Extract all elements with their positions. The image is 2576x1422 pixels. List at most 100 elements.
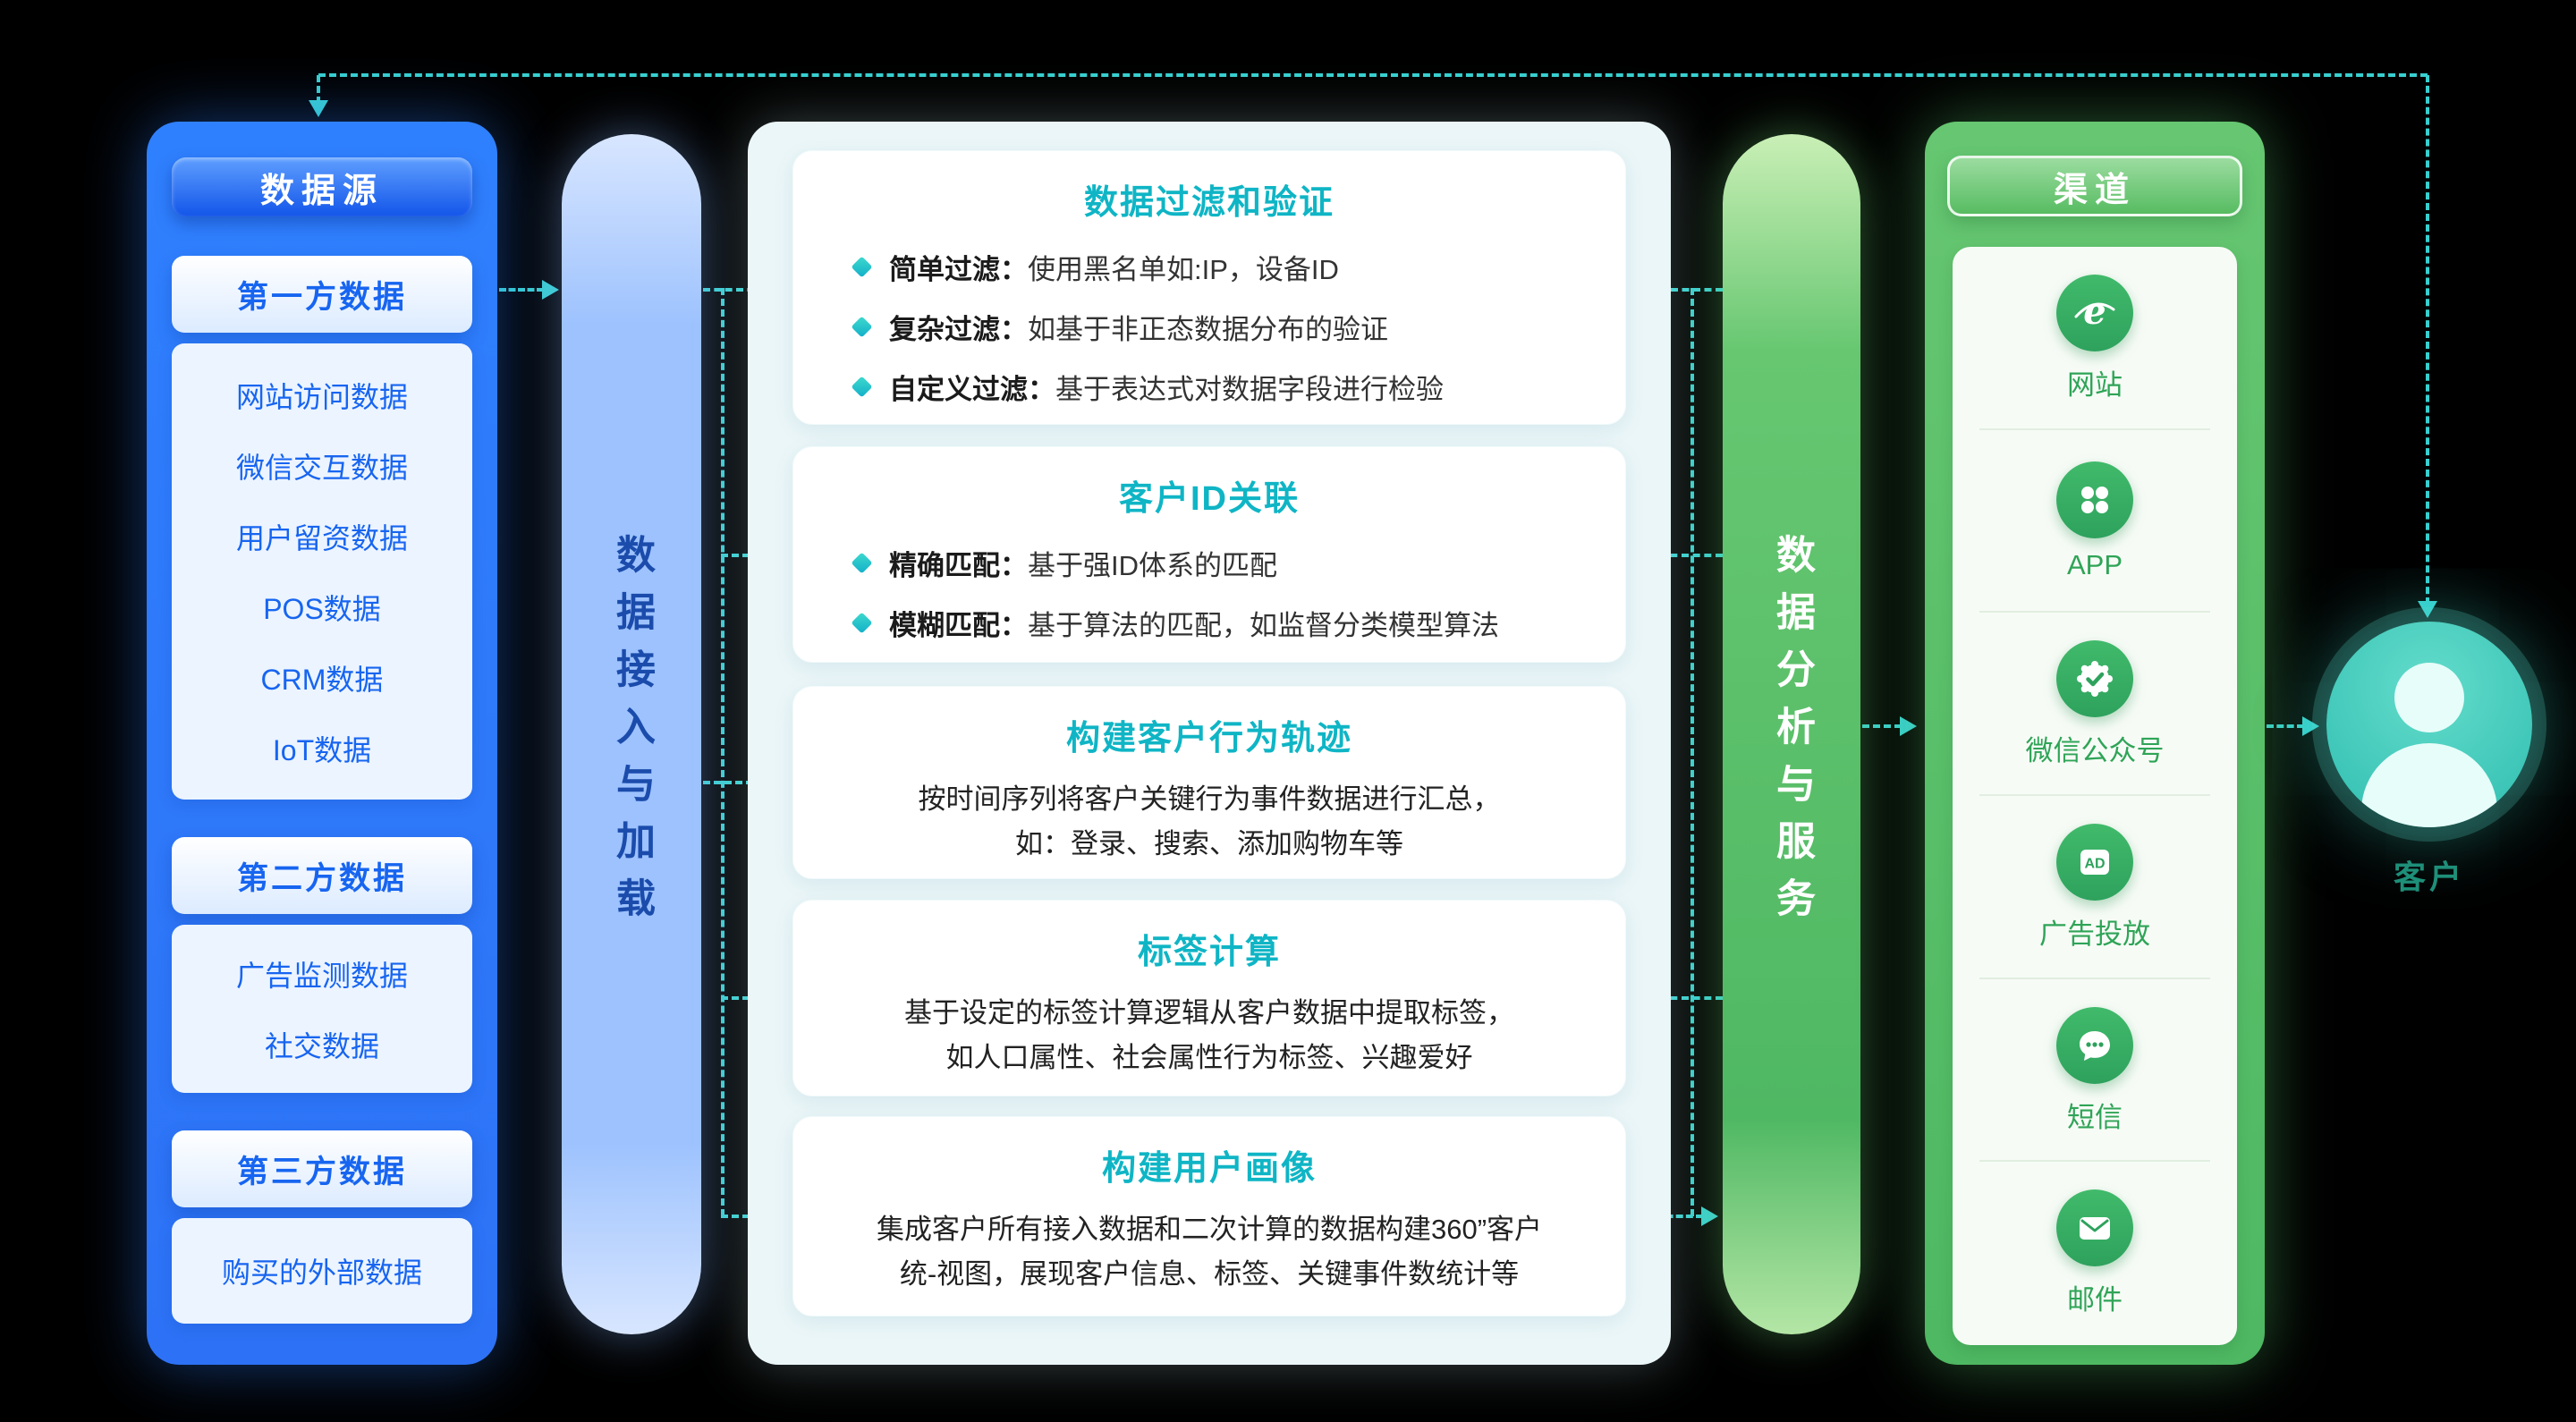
group-items-third-party: 购买的外部数据 xyxy=(172,1218,472,1324)
data-source-item: 购买的外部数据 xyxy=(221,1257,422,1289)
data-source-item: POS数据 xyxy=(263,592,381,625)
diamond-icon xyxy=(851,316,873,338)
bullet-item: 模糊匹配： 基于算法的匹配，如监督分类模型算法 xyxy=(851,603,1589,643)
data-analysis-bar: 数据分析与服务 xyxy=(1723,134,1860,1334)
sms-icon xyxy=(2056,1006,2133,1084)
card-title: 客户ID关联 xyxy=(1118,480,1300,518)
arrowhead-into-channels-panel xyxy=(1900,716,1917,736)
data-source-item: 社交数据 xyxy=(264,1029,379,1062)
group-items-first-party: 网站访问数据 微信交互数据 用户留资数据 POS数据 CRM数据 IoT数据 xyxy=(172,343,472,800)
channel-row-wechat-official: 微信公众号 xyxy=(1953,613,2237,796)
group-title-third-party: 第三方数据 xyxy=(172,1130,472,1207)
connector-right-bus xyxy=(1690,288,1694,1216)
arrowhead-into-customer-avatar xyxy=(2302,716,2319,736)
card-description-line: 集成客户所有接入数据和二次计算的数据构建360”客户 xyxy=(876,1214,1543,1245)
connector-sources-to-ingest xyxy=(499,288,544,292)
channel-label: 广告投放 xyxy=(2039,918,2150,950)
card-user-profile: 构建用户画像 集成客户所有接入数据和二次计算的数据构建360”客户 统-视图，展… xyxy=(792,1116,1626,1316)
card-title: 数据过滤和验证 xyxy=(1083,184,1335,222)
bullet-text: 基于强ID体系的匹配 xyxy=(1028,550,1277,581)
data-sources-panel: 数据源 第一方数据 网站访问数据 微信交互数据 用户留资数据 POS数据 CRM… xyxy=(147,122,497,1365)
card-title: 构建用户画像 xyxy=(1101,1150,1317,1188)
card-description: 按时间序列将客户关键行为事件数据进行汇总， 如：登录、搜索、添加购物车等 xyxy=(793,777,1625,866)
app-icon xyxy=(2056,461,2133,538)
bullet-item: 自定义过滤： 基于表达式对数据字段进行检验 xyxy=(851,367,1589,407)
channels-list: e 网站 APP xyxy=(1953,247,2237,1345)
bullet-text: 使用黑名单如:IP，设备ID xyxy=(1028,254,1339,285)
bullet-item: 精确匹配： 基于强ID体系的匹配 xyxy=(851,543,1589,583)
channel-label: 网站 xyxy=(2067,368,2123,401)
channel-row-ads: AD 广告投放 xyxy=(1953,796,2237,979)
bullet-label: 简单过滤： xyxy=(889,254,1028,285)
channels-panel-title: 渠道 xyxy=(1947,156,2242,216)
channel-row-website: e 网站 xyxy=(1953,247,2237,430)
processing-panel: 数据过滤和验证 简单过滤： 使用黑名单如:IP，设备ID 复杂过滤： 如基于非正… xyxy=(748,122,1671,1365)
channel-row-sms: 短信 xyxy=(1953,979,2237,1163)
bullet-text: 基于表达式对数据字段进行检验 xyxy=(1055,374,1444,405)
bullet-label: 自定义过滤： xyxy=(889,374,1055,405)
card-behavior-trajectory: 构建客户行为轨迹 按时间序列将客户关键行为事件数据进行汇总， 如：登录、搜索、添… xyxy=(792,686,1626,879)
avatar-head xyxy=(2394,663,2464,732)
bullet-label: 复杂过滤： xyxy=(889,314,1028,345)
bullet-text: 基于算法的匹配，如监督分类模型算法 xyxy=(1028,610,1499,641)
diamond-icon xyxy=(851,256,873,278)
data-source-item: IoT数据 xyxy=(272,733,372,766)
channel-label: 邮件 xyxy=(2067,1284,2123,1316)
data-source-item: 网站访问数据 xyxy=(235,380,408,413)
card-description-line: 如人口属性、社会属性行为标签、兴趣爱好 xyxy=(945,1041,1473,1073)
card-description: 基于设定的标签计算逻辑从客户数据中提取标签， 如人口属性、社会属性行为标签、兴趣… xyxy=(793,991,1625,1079)
connector-analysis-to-tag-card xyxy=(1648,996,1723,1000)
card-description-line: 如：登录、搜索、添加购物车等 xyxy=(1015,827,1403,859)
connector-ingest-to-filter-card xyxy=(703,288,776,292)
bullet-item: 简单过滤： 使用黑名单如:IP，设备ID xyxy=(851,247,1589,287)
card-description-line: 统-视图，展现客户信息、标签、关键事件数统计等 xyxy=(899,1257,1520,1290)
data-source-item: 微信交互数据 xyxy=(235,451,408,484)
card-tag-computation: 标签计算 基于设定的标签计算逻辑从客户数据中提取标签， 如人口属性、社会属性行为… xyxy=(792,900,1626,1096)
group-title-second-party: 第二方数据 xyxy=(172,837,472,914)
card-description: 集成客户所有接入数据和二次计算的数据构建360”客户 统-视图，展现客户信息、标… xyxy=(793,1207,1625,1296)
connector-channels-to-customer xyxy=(2267,724,2304,728)
bullet-item: 复杂过滤： 如基于非正态数据分布的验证 xyxy=(851,307,1589,347)
connector-analysis-to-channels xyxy=(1862,724,1902,728)
bullet-label: 精确匹配： xyxy=(889,550,1028,581)
svg-text:AD: AD xyxy=(2084,856,2105,871)
card-title: 构建客户行为轨迹 xyxy=(1065,720,1352,758)
arrowhead-into-ingest-bar xyxy=(542,280,559,300)
channel-row-app: APP xyxy=(1953,430,2237,614)
diamond-icon xyxy=(851,376,873,398)
connector-analysis-to-id-card xyxy=(1648,554,1723,557)
bullet-list: 简单过滤： 使用黑名单如:IP，设备ID 复杂过滤： 如基于非正态数据分布的验证… xyxy=(851,247,1589,407)
card-data-filtering: 数据过滤和验证 简单过滤： 使用黑名单如:IP，设备ID 复杂过滤： 如基于非正… xyxy=(792,150,1626,425)
arrowhead-into-analysis-bar xyxy=(1701,1206,1718,1226)
data-ingest-bar: 数据接入与加载 xyxy=(562,134,701,1334)
channel-label: 微信公众号 xyxy=(2025,735,2165,767)
connector-left-bus xyxy=(721,288,724,1216)
channel-label: 短信 xyxy=(2067,1101,2123,1133)
browser-icon: e xyxy=(2056,274,2133,351)
arrowhead-into-data-sources xyxy=(309,100,328,117)
data-analysis-bar-label: 数据分析与服务 xyxy=(1770,534,1814,935)
card-description-line: 按时间序列将客户关键行为事件数据进行汇总， xyxy=(918,783,1501,815)
connector-feedback-top xyxy=(318,73,2428,77)
data-ingest-bar-label: 数据接入与加载 xyxy=(610,534,654,935)
email-icon xyxy=(2056,1189,2133,1267)
diamond-icon xyxy=(851,612,873,634)
data-sources-panel-title: 数据源 xyxy=(172,157,472,216)
channels-panel: 渠道 e 网站 xyxy=(1925,122,2265,1365)
customer-label: 客户 xyxy=(2393,859,2465,895)
ad-icon: AD xyxy=(2056,823,2133,901)
card-description-line: 基于设定的标签计算逻辑从客户数据中提取标签， xyxy=(904,997,1514,1028)
channel-row-email: 邮件 xyxy=(1953,1162,2237,1345)
customer-avatar-icon xyxy=(2326,622,2532,827)
group-title-first-party: 第一方数据 xyxy=(172,256,472,333)
connector-ingest-to-behavior-card xyxy=(703,781,775,784)
connector-filter-card-to-analysis-bar xyxy=(1626,288,1723,292)
card-title: 标签计算 xyxy=(1137,934,1281,971)
group-items-second-party: 广告监测数据 社交数据 xyxy=(172,925,472,1093)
bullet-label: 模糊匹配： xyxy=(889,610,1028,641)
data-source-item: 用户留资数据 xyxy=(235,521,408,554)
wechat-official-icon xyxy=(2056,640,2133,718)
data-source-item: CRM数据 xyxy=(260,663,384,696)
channel-label: APP xyxy=(2066,549,2123,580)
connector-feedback-left-stub xyxy=(317,75,320,104)
